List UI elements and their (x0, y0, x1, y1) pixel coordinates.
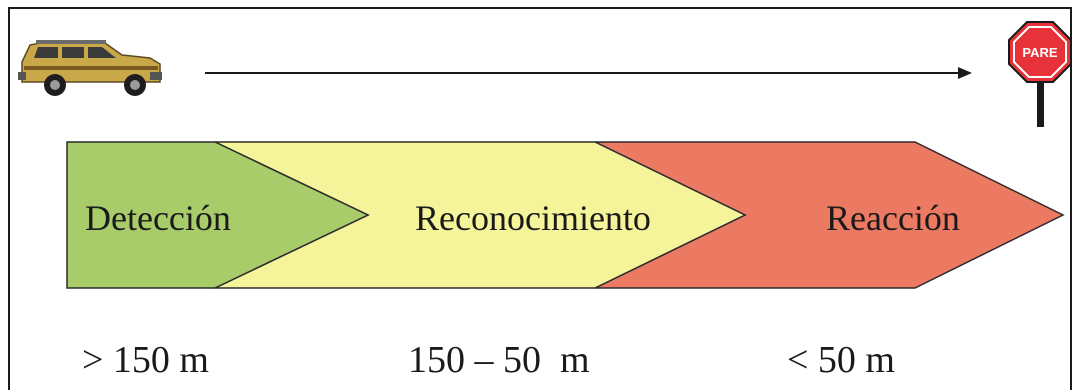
stage-detection-band (66, 141, 370, 289)
diagram-frame (8, 7, 1072, 390)
distance-recognition: 150 – 50 m (408, 339, 590, 381)
distance-detection: > 150 m (82, 339, 209, 381)
stage-recognition-label: Reconocimiento (415, 198, 651, 238)
stage-detection-label: Detección (85, 198, 231, 238)
stop-sign-text: PARE (1022, 45, 1057, 60)
stage-reaction-label: Reacción (826, 198, 960, 238)
arrow-icon (205, 67, 972, 79)
vehicle-icon (18, 40, 162, 96)
stop-sign-icon: PARE (1008, 21, 1072, 127)
distance-reaction: < 50 m (787, 339, 895, 381)
